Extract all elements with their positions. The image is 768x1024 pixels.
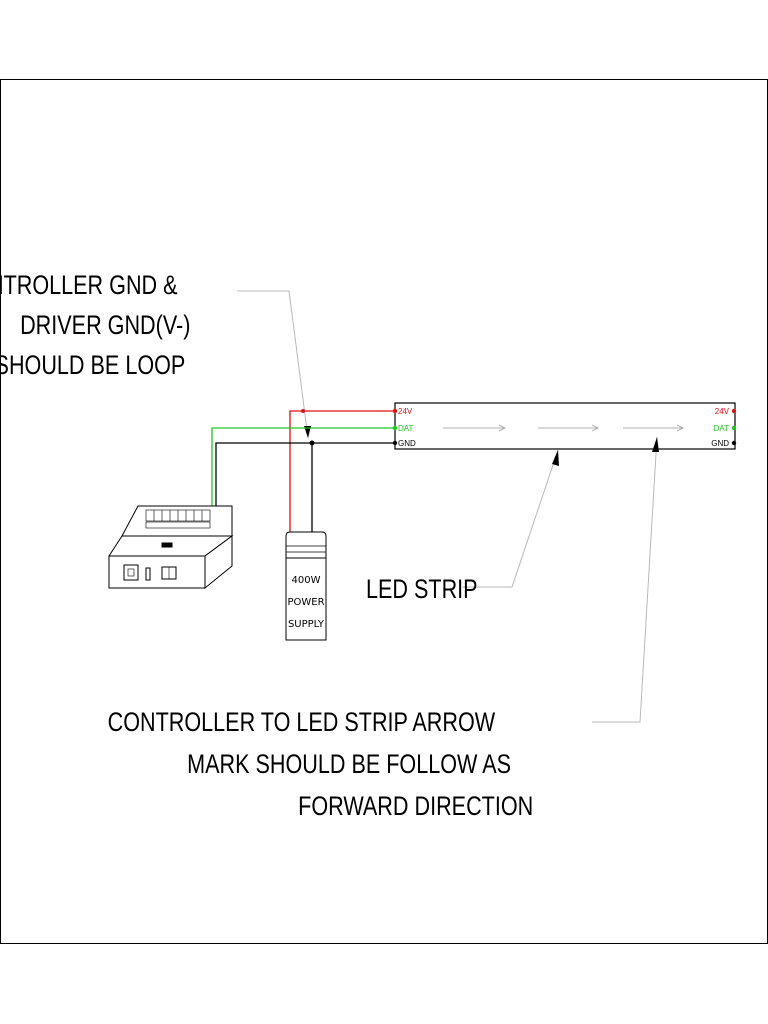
strip-pin-dot-dat-left: [392, 425, 398, 431]
controller-input-socket-pin: [127, 568, 135, 577]
strip-pin-label-24v-right: 24V: [715, 407, 730, 416]
arrow-direction-note-line2: MARK SHOULD BE FOLLOW AS: [187, 750, 511, 780]
strip-pin-dot-dat-right: [731, 425, 737, 431]
direction-arrowhead-1: [498, 424, 506, 432]
data-wire: [211, 427, 395, 512]
strip-pin-dot-24v-right: [731, 408, 737, 414]
power-supply-unit: 400W POWER SUPPLY: [285, 531, 327, 641]
led-strip-leader-arrowhead: [552, 450, 559, 466]
led-strip-leader-line: [462, 449, 559, 588]
strip-pin-dot-gnd-left: [392, 440, 398, 446]
gnd-loop-note-line1: CONTROLLER GND &: [0, 271, 178, 301]
power-junction-dot: [301, 409, 305, 413]
strip-pin-label-dat-right: DAT: [714, 424, 730, 433]
controller-switch: [145, 567, 151, 581]
controller-terminal-block: [145, 509, 211, 529]
controller-side-face: [204, 535, 233, 590]
strip-pin-label-gnd-right: GND: [711, 439, 729, 448]
power-wire-24v: [289, 410, 395, 532]
led-strip-body: [394, 402, 736, 450]
direction-leader-arrowhead: [652, 437, 659, 452]
controller-front-face: [108, 555, 206, 589]
arrow-direction-note-line1: CONTROLLER TO LED STRIP ARROW: [108, 708, 496, 738]
strip-pin-label-dat-left: DAT: [398, 424, 414, 433]
controller-status-led: [161, 542, 173, 548]
led-strip-note: LED STRIP: [366, 575, 478, 605]
gnd-loop-note-line2: DRIVER GND(V-): [20, 311, 190, 341]
controller-terminal-screws: [145, 521, 211, 529]
ground-wire: [215, 442, 395, 512]
strip-pin-label-24v-left: 24V: [398, 407, 413, 416]
psu-label-line2: POWER: [287, 597, 324, 608]
strip-pin-dot-gnd-right: [731, 440, 737, 446]
strip-pin-label-gnd-left: GND: [398, 439, 416, 448]
psu-label-line1: 400W: [292, 575, 321, 586]
ground-junction-dot: [309, 440, 315, 446]
direction-arrowhead-2: [591, 424, 599, 432]
arrow-direction-note-line3: FORWARD DIRECTION: [298, 792, 533, 822]
direction-arrowhead-3: [676, 424, 684, 432]
gnd-loop-leader-line: [237, 290, 309, 439]
gnd-loop-leader-arrowhead: [304, 426, 311, 438]
psu-terminal-cap: [285, 531, 327, 559]
strip-pin-dot-24v-left: [392, 408, 398, 414]
direction-arrows: [443, 424, 684, 432]
psu-body: [285, 557, 327, 641]
gnd-loop-note-line3: SHOULD BE LOOP: [0, 351, 185, 381]
controller-device: [108, 505, 234, 590]
direction-leader-line: [592, 436, 658, 723]
psu-label-line3: SUPPLY: [288, 619, 325, 630]
